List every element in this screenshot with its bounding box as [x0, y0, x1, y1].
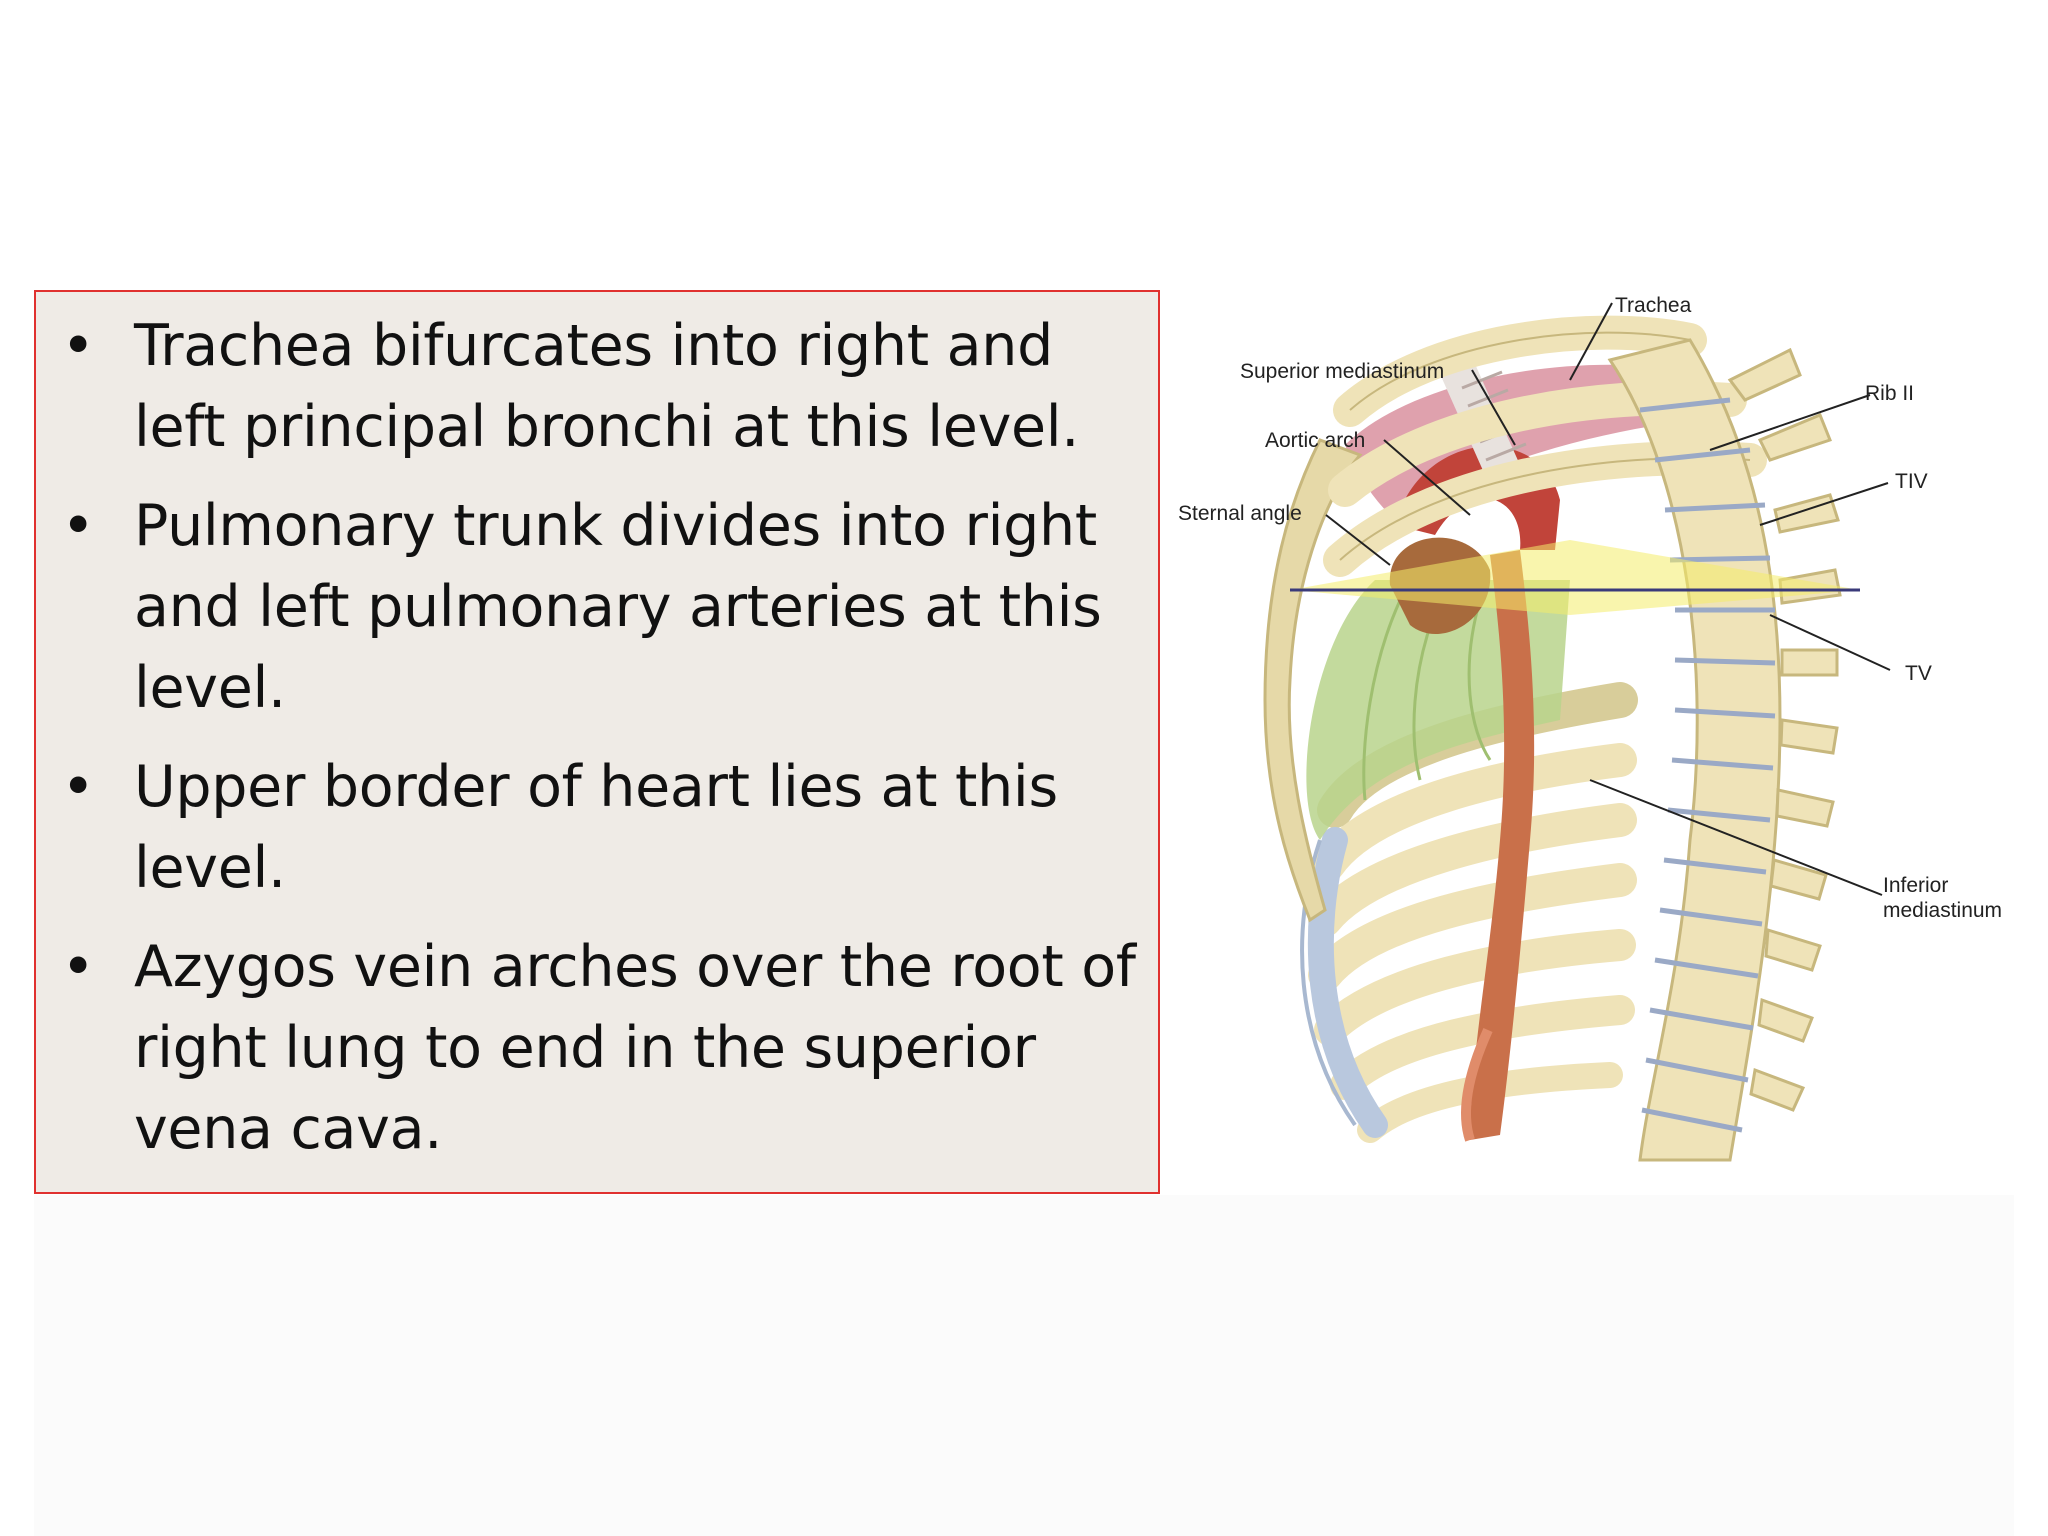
- mediastinum-illustration: Trachea Superior mediastinum Aortic arch…: [1170, 280, 2030, 1180]
- sternum-icon: [1263, 438, 1363, 923]
- label-inferior: Inferior: [1883, 874, 1948, 897]
- label-tv: TV: [1905, 662, 1932, 685]
- label-tiv: TIV: [1895, 470, 1928, 493]
- bullet-dot-icon: •: [61, 313, 95, 379]
- bullet-dot-icon: •: [61, 934, 95, 1000]
- label-aortic-arch: Aortic arch: [1265, 429, 1365, 452]
- label-superior-mediastinum: Superior mediastinum: [1240, 360, 1444, 383]
- bullet-text: Pulmonary trunk divides into right and l…: [134, 493, 1102, 721]
- label-trachea: Trachea: [1615, 294, 1692, 317]
- descending-aorta: [1470, 550, 1535, 1140]
- bullet-text-box: • Trachea bifurcates into right and left…: [34, 290, 1160, 1194]
- bullet-item: • Upper border of heart lies at this lev…: [36, 747, 1162, 909]
- label-mediastinum: mediastinum: [1883, 899, 2002, 922]
- bullet-text: Trachea bifurcates into right and left p…: [134, 313, 1080, 460]
- label-rib-ii: Rib II: [1865, 382, 1914, 405]
- label-sternal-angle: Sternal angle: [1178, 502, 1302, 525]
- mediastinum-diagram: Trachea Superior mediastinum Aortic arch…: [1178, 294, 2002, 1162]
- bullet-item: • Azygos vein arches over the root of ri…: [36, 927, 1162, 1170]
- bullet-text: Upper border of heart lies at this level…: [134, 754, 1058, 901]
- bullet-dot-icon: •: [61, 493, 95, 559]
- bullet-item: • Trachea bifurcates into right and left…: [36, 306, 1162, 468]
- bullet-item: • Pulmonary trunk divides into right and…: [36, 486, 1162, 729]
- sternal-angle-plane: [1290, 540, 1860, 615]
- bullet-dot-icon: •: [61, 754, 95, 820]
- bullet-text: Azygos vein arches over the root of righ…: [134, 934, 1136, 1162]
- rib-cage-icon: [1300, 682, 1638, 1143]
- background-band: [34, 1195, 2014, 1536]
- bullet-list: • Trachea bifurcates into right and left…: [36, 306, 1162, 1188]
